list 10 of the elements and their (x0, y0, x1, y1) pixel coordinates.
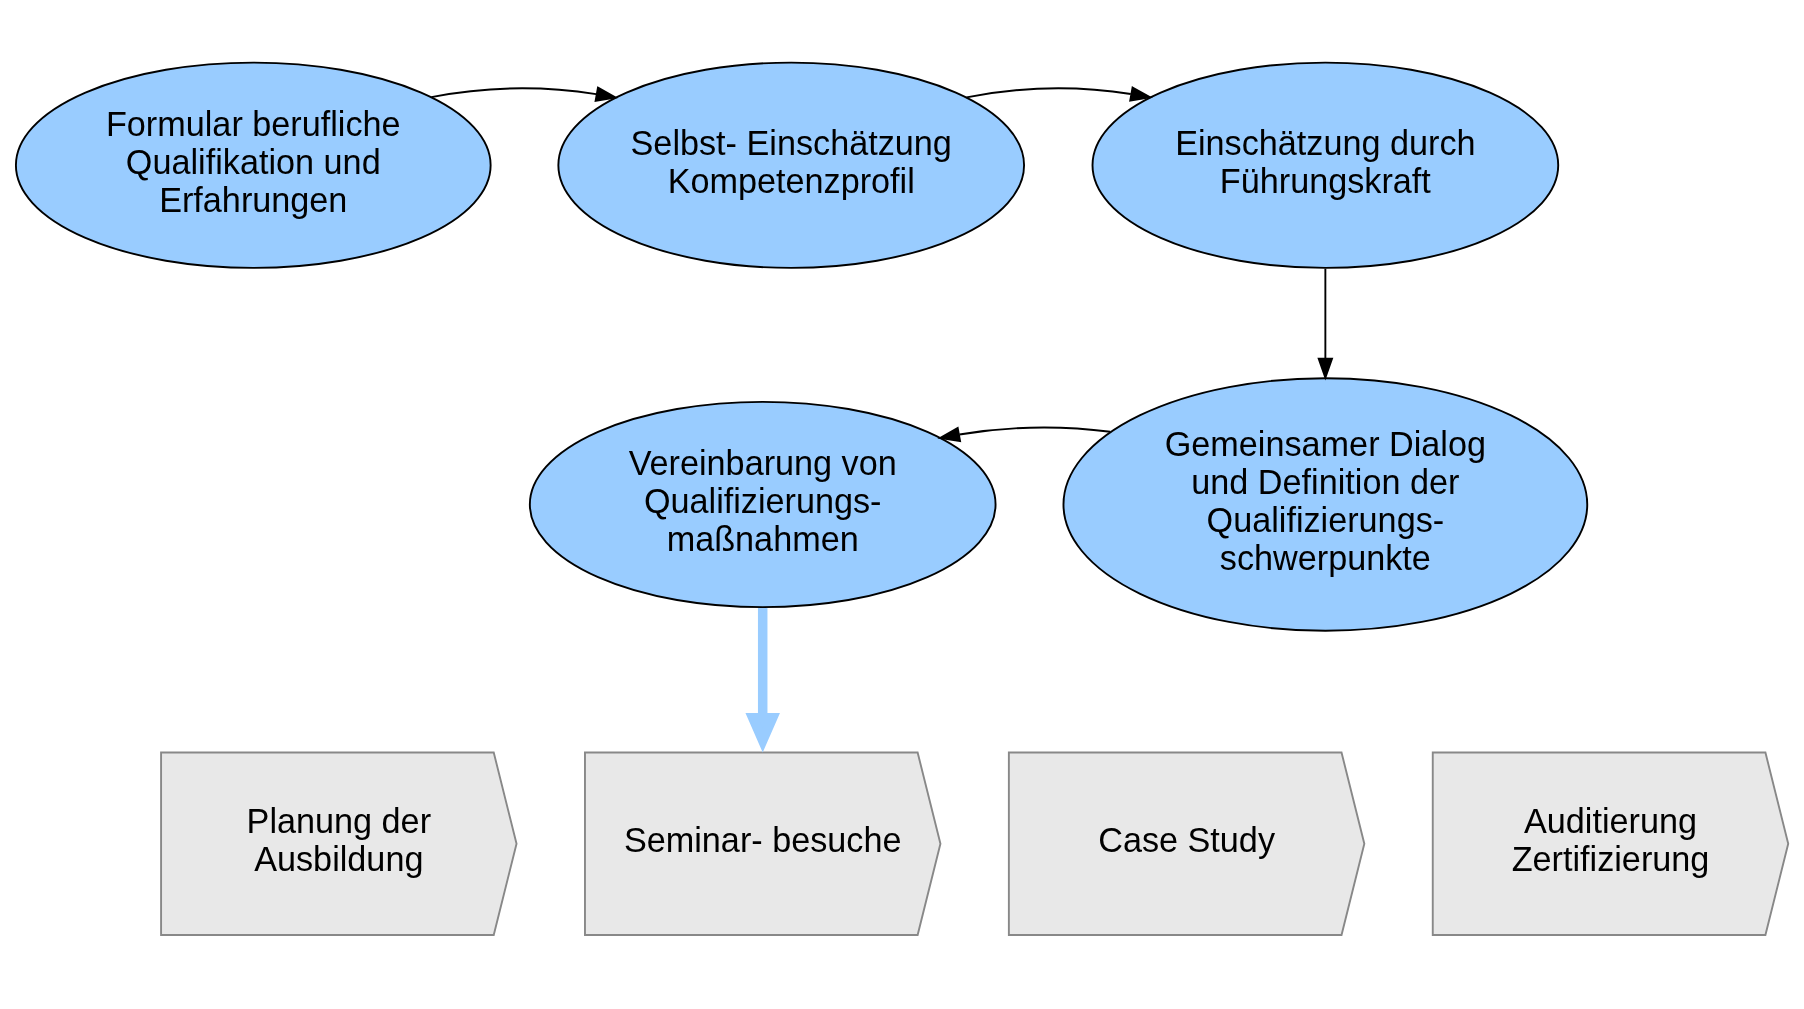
arrow (965, 86, 1153, 102)
arrow (1317, 267, 1334, 381)
arrow (937, 426, 1112, 443)
node-ellipse: Formular berufliche Qualifikation und Erfahrungen (14, 61, 492, 269)
arrow (430, 86, 619, 102)
node-ellipse: Vereinbarung von Qualifizierungs- maßnahmen (528, 400, 997, 609)
node-ellipse: Einschätzung durch Führungskraft (1091, 61, 1560, 269)
arrow (745, 607, 780, 753)
node-ellipse: Gemeinsamer Dialog und Definition der Qualifizierungs- schwerpunkte (1062, 377, 1589, 632)
node-ellipse: Selbst- Einschätzung Kompetenzprofil (557, 61, 1025, 269)
